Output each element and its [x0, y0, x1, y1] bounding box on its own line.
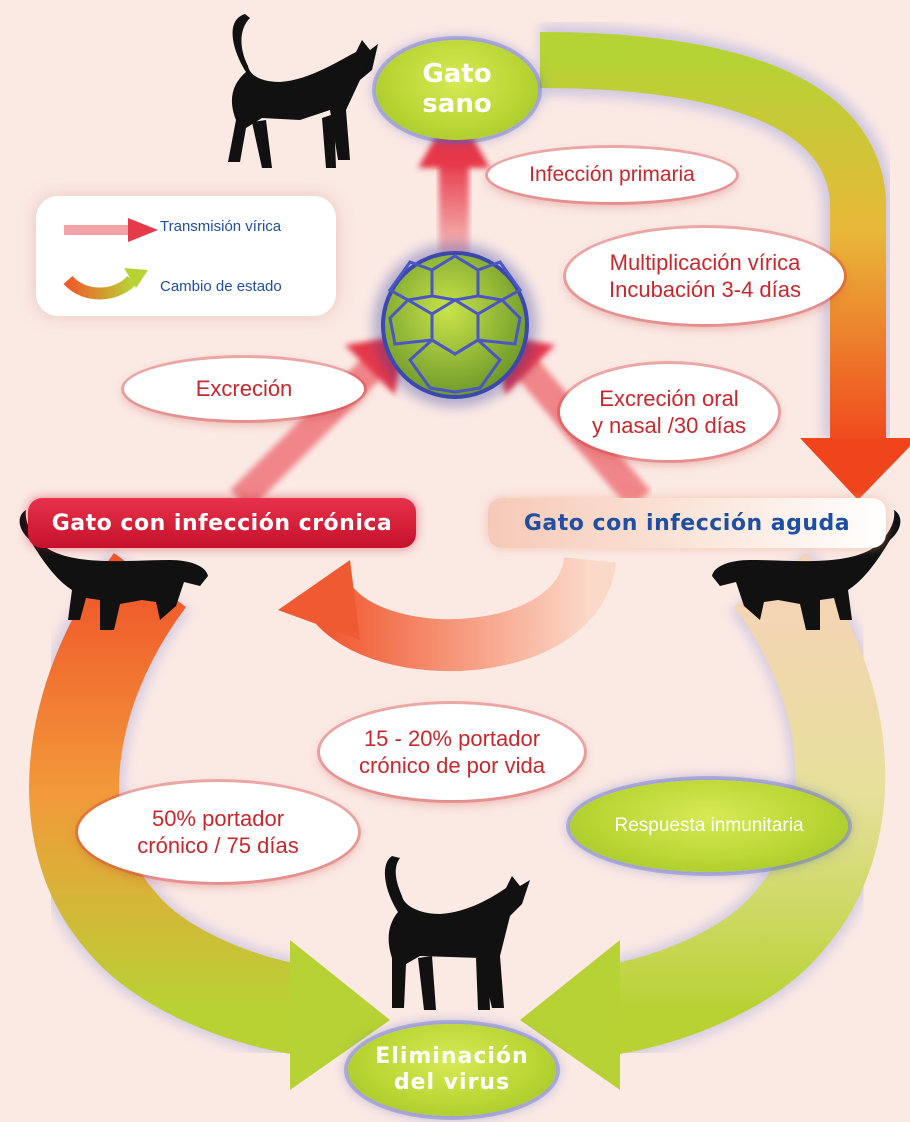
node-acute-infection: Gato con infección aguda — [488, 498, 886, 548]
cat-elimination-icon — [384, 856, 530, 1010]
legend-state-change-label: Cambio de estado — [160, 278, 282, 295]
cat-healthy-icon — [228, 14, 378, 168]
label-lifelong-carrier: 15 - 20% portador crónico de por vida — [320, 704, 584, 800]
cat-chronic-icon — [19, 510, 209, 630]
state-arrow-acute-to-elimination — [520, 550, 891, 1090]
legend-icons — [63, 218, 158, 300]
state-arrow-chronic-to-elimination — [24, 550, 390, 1090]
cat-acute-icon — [712, 510, 901, 630]
virus-particle-icon — [373, 243, 537, 407]
state-arrow-healthy-to-acute — [539, 25, 910, 500]
node-virus-elimination: Eliminación del virus — [348, 1024, 556, 1116]
label-viral-multiplication: Multiplicación vírica Incubación 3-4 día… — [566, 228, 844, 324]
label-excretion: Excreción — [124, 358, 364, 420]
node-chronic-infection: Gato con infección crónica — [28, 498, 416, 548]
label-oral-nasal-excretion: Excreción oral y nasal /30 días — [560, 364, 778, 460]
label-chronic-carrier-75: 50% portador crónico / 75 días — [78, 782, 358, 882]
state-arrow-acute-to-chronic — [278, 555, 616, 671]
label-immune-response: Respuesta inmunitaria — [570, 780, 848, 872]
transmission-arrow-icon — [64, 218, 158, 242]
state-change-arrow-icon — [63, 268, 148, 300]
node-healthy-cat: Gato sano — [376, 40, 538, 140]
legend-transmission-label: Transmisión vírica — [160, 218, 282, 235]
legend: Transmisión vírica Cambio de estado — [36, 196, 336, 316]
label-primary-infection: Infección primaria — [488, 148, 736, 202]
